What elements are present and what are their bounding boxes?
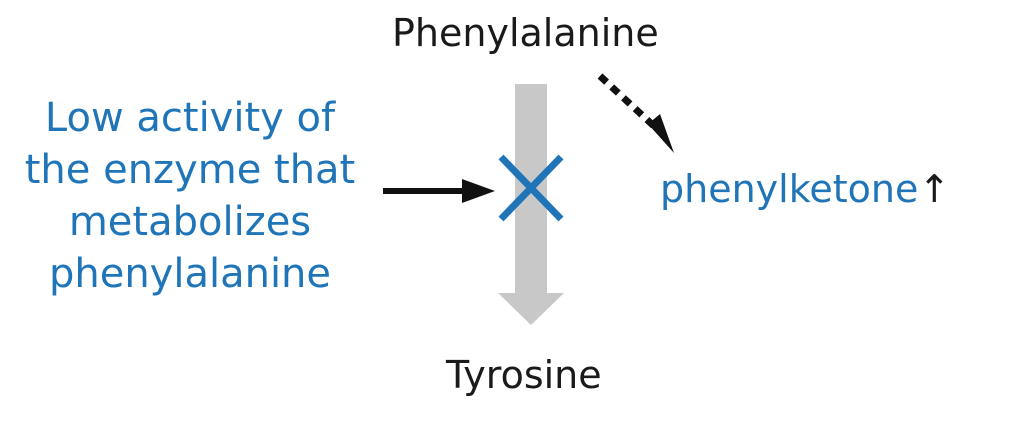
- enzyme-annotation: Low activity of the enzyme that metaboli…: [10, 92, 370, 300]
- down-arrow-icon: [498, 84, 564, 325]
- annotation-line: phenylalanine: [48, 251, 332, 297]
- annotation-line: the enzyme that: [24, 147, 356, 193]
- cross-icon: [498, 154, 564, 222]
- product-label: Tyrosine: [446, 353, 602, 397]
- dotted-arrow-icon: [597, 73, 674, 153]
- right-arrow-icon: [383, 179, 495, 203]
- up-arrow-icon: ↑: [918, 167, 951, 211]
- byproduct-name: phenylketone: [660, 167, 919, 211]
- substrate-label: Phenylalanine: [392, 11, 659, 55]
- annotation-line: metabolizes: [68, 199, 312, 245]
- byproduct-label: phenylketone↑: [660, 170, 950, 208]
- annotation-line: Low activity of: [44, 95, 336, 141]
